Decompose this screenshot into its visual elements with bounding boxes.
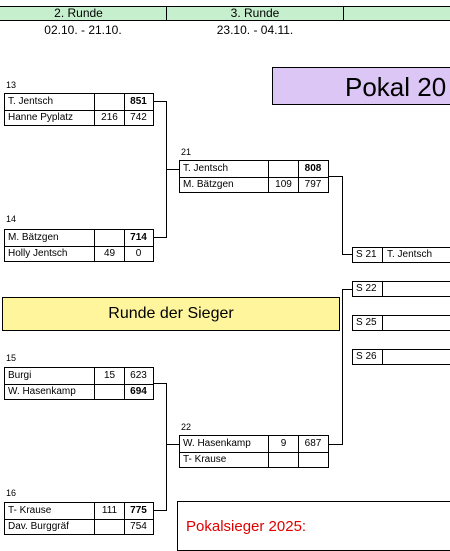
bracket-line xyxy=(154,237,167,238)
round-header-3: 3. Runde xyxy=(166,6,344,21)
bracket-line xyxy=(342,289,343,445)
pokal-title: Pokal 20 xyxy=(272,67,450,105)
bracket-line xyxy=(154,383,167,384)
player-name: T. Jentsch xyxy=(5,94,95,110)
round-header-next xyxy=(343,6,450,21)
sieger-banner: Runde der Sieger xyxy=(2,297,340,331)
semi-s25: S 25 xyxy=(352,315,450,331)
semi-s26: S 26 xyxy=(352,349,450,365)
bracket-line xyxy=(329,444,343,445)
bracket-line xyxy=(166,169,179,170)
bracket-line xyxy=(166,383,167,511)
match-number: 16 xyxy=(6,488,17,498)
round-dates-3: 23.10. - 04.11. xyxy=(216,23,294,37)
bracket-line xyxy=(342,289,352,290)
bracket-line xyxy=(154,510,167,511)
round-dates-2: 02.10. - 21.10. xyxy=(44,23,122,37)
match-number: 14 xyxy=(6,214,17,224)
winner-box: Pokalsieger 2025: xyxy=(177,501,450,551)
match-number: 21 xyxy=(181,147,192,157)
player-name: Hanne Pyplatz xyxy=(5,110,95,126)
semi-s22: S 22 xyxy=(352,281,450,297)
bracket-line xyxy=(342,176,343,255)
winner-label: Pokalsieger 2025: xyxy=(186,518,307,535)
bracket-line xyxy=(342,254,352,255)
match-number: 13 xyxy=(6,80,17,90)
bracket-line xyxy=(154,101,167,102)
bracket-line xyxy=(166,444,179,445)
round-header-2: 2. Runde xyxy=(0,6,167,21)
match-number: 15 xyxy=(6,353,17,363)
match-number: 22 xyxy=(181,422,192,432)
bracket-line xyxy=(329,176,343,177)
